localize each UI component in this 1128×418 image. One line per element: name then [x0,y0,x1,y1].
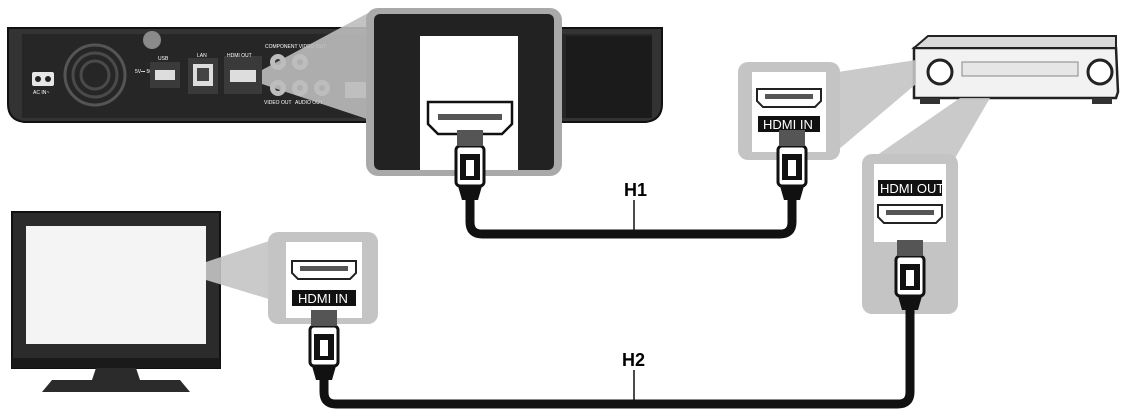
hdmi-socket-icon [291,260,357,280]
hdmi-socket-icon [877,204,943,224]
tv-hdmi-in-label: HDMI IN [298,291,348,306]
hdmi-plug-icon [894,238,926,312]
cable-h1: H1 [454,128,808,239]
hdmi-plug-icon [776,128,808,202]
usb-label: USB [158,56,169,62]
av-receiver [911,35,1120,104]
ac-in-label: AC IN~ [33,90,49,96]
ac-inlet-icon [32,72,54,86]
knob-icon [926,58,954,86]
video-out-label: VIDEO OUT [264,100,292,106]
television [11,211,221,392]
receiver-hdmi-out-label: HDMI OUT [880,181,944,196]
receiver-hdmi-out-callout: HDMI OUT [862,154,958,314]
receiver-hdmi-in-label: HDMI IN [763,117,813,132]
tv-hdmi-in-callout: HDMI IN [268,232,378,324]
vent-slot [566,36,652,118]
cable-h2-label: H2 [622,350,645,370]
lan-label: LAN [197,53,207,59]
cable-h2: H2 [308,238,926,409]
fan-grille-icon [63,43,127,107]
hdmi-socket-icon [426,100,514,136]
knob-icon [1086,58,1114,86]
component-video-label: COMPONENT VIDEO OUT [265,44,326,50]
audio-out-label: AUDIO OUT [295,100,323,106]
screw-icon [143,31,161,49]
player-hdmi-port-icon [230,70,256,82]
power-spec-label: 5V⎓ 500mA [135,69,163,75]
hdmi-socket-icon [756,88,822,108]
usb-port-icon [155,70,175,80]
player-hdmi-out-label: HDMI OUT [227,53,252,59]
cable-h1-label: H1 [624,180,647,200]
hdmi-plug-icon [454,128,486,202]
hdmi-plug-icon [308,308,340,382]
callout-hdmi-out-label: HDMI OUT [428,38,492,53]
